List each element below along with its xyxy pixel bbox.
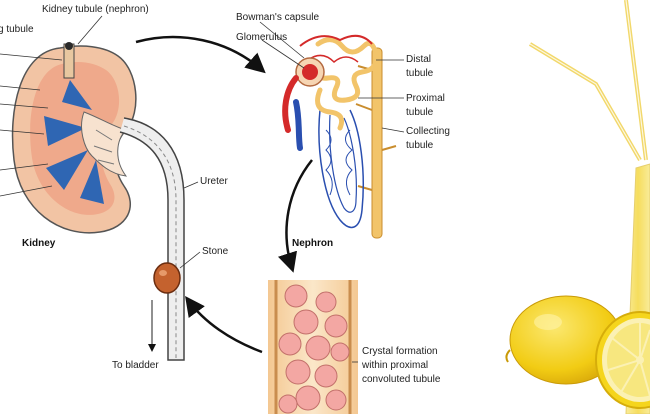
label-to-bladder: To bladder <box>112 360 159 371</box>
label-stone: Stone <box>202 246 229 257</box>
crystal-tubule-inset <box>268 280 358 414</box>
label-crystal-3: convoluted tubule <box>362 374 441 385</box>
label-kidney-tubule: Kidney tubule (nephron) <box>42 4 149 15</box>
label-nephron: Nephron <box>292 238 333 249</box>
label-bowmans-capsule: Bowman's capsule <box>236 12 320 23</box>
nephron-illustration <box>282 34 397 239</box>
crystal-to-stone-arrow <box>185 295 263 354</box>
process-arrows <box>135 35 313 354</box>
straw-2 <box>528 42 642 162</box>
lemonade-photo <box>505 0 650 414</box>
diagram-labels: Kidney tubule (nephron) g tubule Bowman'… <box>0 4 450 385</box>
leader-lines <box>0 15 405 363</box>
label-left-tubule-fragment: g tubule <box>0 24 34 35</box>
lemon-half <box>595 311 650 409</box>
ureter-tube <box>119 117 185 361</box>
label-distal-2: tubule <box>406 68 434 79</box>
label-collecting-1: Collecting <box>406 126 450 137</box>
kidney-illustration <box>11 42 137 234</box>
label-crystal-2: within proximal <box>361 360 428 371</box>
label-glomerulus: Glomerulus <box>236 32 287 43</box>
label-distal-1: Distal <box>406 54 431 65</box>
label-crystal-1: Crystal formation <box>362 346 438 357</box>
label-kidney: Kidney <box>22 238 56 249</box>
label-ureter: Ureter <box>200 176 228 187</box>
kidney-to-nephron-arrow <box>135 35 266 74</box>
label-proximal-1: Proximal <box>406 93 445 104</box>
label-proximal-2: tubule <box>406 107 434 118</box>
label-collecting-2: tubule <box>406 140 434 151</box>
nephron-to-crystal-arrow <box>277 159 313 273</box>
